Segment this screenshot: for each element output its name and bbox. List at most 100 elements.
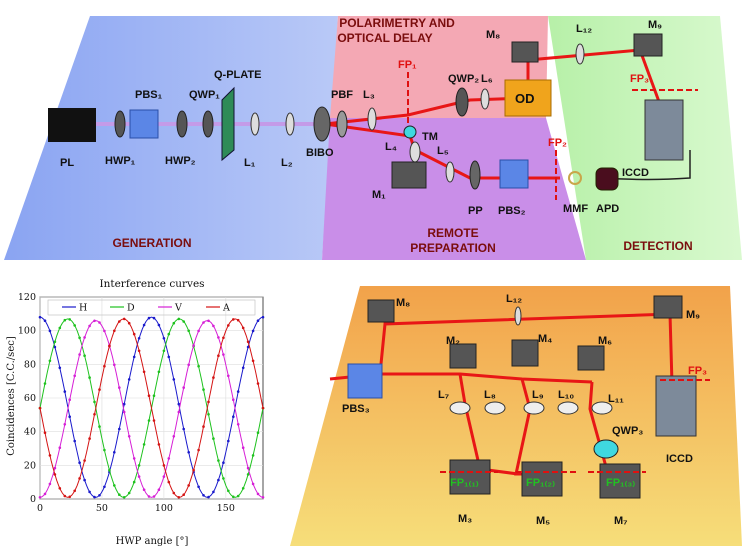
data-point-A bbox=[103, 364, 106, 368]
label-pbs1: PBS₁ bbox=[135, 89, 163, 101]
data-point-H bbox=[88, 490, 91, 494]
lens-l1 bbox=[250, 112, 260, 136]
label-m2: M₂ bbox=[446, 335, 460, 347]
data-point-A bbox=[172, 491, 176, 495]
mmf-coupler bbox=[568, 171, 582, 185]
qwp1-optic bbox=[202, 110, 214, 138]
data-point-A bbox=[187, 484, 190, 487]
legend-label-A: A bbox=[222, 303, 230, 314]
return-beam bbox=[378, 312, 674, 385]
data-point-H bbox=[152, 316, 156, 320]
label-pp: PP bbox=[468, 205, 483, 217]
data-point-A bbox=[88, 437, 91, 440]
legend-label-H: H bbox=[79, 303, 87, 314]
data-point-V bbox=[137, 475, 141, 478]
label-l10: L₁₀ bbox=[558, 389, 574, 401]
data-point-A bbox=[127, 321, 131, 325]
data-point-A bbox=[43, 431, 47, 434]
data-point-D bbox=[241, 487, 245, 490]
lens-l11 bbox=[591, 401, 613, 415]
data-point-V bbox=[53, 466, 57, 470]
label-qwp2: QWP₂ bbox=[448, 73, 479, 85]
section-generation: GENERATION bbox=[112, 236, 191, 250]
top-setup-diagram: GENERATION POLARIMETRY AND OPTICAL DELAY… bbox=[4, 16, 742, 260]
lens-l8 bbox=[484, 401, 506, 415]
data-point-H bbox=[98, 494, 101, 497]
data-point-V bbox=[246, 466, 250, 470]
data-point-A bbox=[122, 317, 126, 321]
legend-box bbox=[47, 299, 256, 316]
label-m9-b: M₉ bbox=[686, 309, 700, 321]
data-point-V bbox=[43, 492, 47, 496]
data-point-V bbox=[48, 482, 52, 486]
data-point-H bbox=[142, 323, 146, 327]
label-l4: L₄ bbox=[385, 141, 397, 153]
data-point-D bbox=[251, 454, 255, 457]
x-tick-label: 50 bbox=[96, 503, 108, 514]
label-m3: M₃ bbox=[458, 513, 472, 525]
data-point-A bbox=[197, 448, 200, 452]
label-qwp1: QWP₁ bbox=[189, 89, 220, 101]
data-point-H bbox=[182, 427, 185, 431]
data-point-V bbox=[118, 386, 121, 389]
label-pbs3: PBS₃ bbox=[342, 403, 370, 415]
data-point-V bbox=[122, 410, 126, 414]
data-point-D bbox=[73, 324, 76, 327]
data-point-H bbox=[256, 319, 260, 322]
y-tick-label: 0 bbox=[30, 494, 36, 505]
data-point-D bbox=[98, 425, 101, 428]
label-pbs2: PBS₂ bbox=[498, 205, 526, 217]
data-point-H bbox=[222, 461, 225, 464]
data-point-H bbox=[261, 315, 265, 319]
pbs3-cube bbox=[347, 363, 383, 399]
data-point-H bbox=[68, 415, 71, 418]
data-point-D bbox=[157, 370, 161, 374]
chart-ylabel: Coincidences [C.C./sec] bbox=[6, 336, 17, 456]
data-point-D bbox=[207, 413, 210, 416]
data-point-D bbox=[53, 340, 57, 344]
bibo-crystal bbox=[313, 106, 331, 142]
data-point-A bbox=[38, 406, 42, 410]
data-point-A bbox=[113, 329, 116, 333]
data-point-D bbox=[147, 419, 151, 422]
label-pbf: PBF bbox=[331, 89, 353, 101]
data-point-D bbox=[202, 388, 205, 391]
data-point-A bbox=[132, 332, 136, 336]
data-point-D bbox=[162, 349, 166, 353]
data-point-A bbox=[58, 487, 62, 490]
data-point-H bbox=[177, 402, 181, 406]
iccd-camera-b bbox=[655, 375, 697, 437]
mirror-m5 bbox=[521, 461, 563, 497]
data-point-A bbox=[83, 459, 86, 462]
data-point-V bbox=[73, 374, 76, 378]
signal-beam bbox=[324, 48, 641, 126]
data-point-D bbox=[118, 493, 121, 496]
data-point-V bbox=[182, 386, 185, 389]
data-point-D bbox=[152, 394, 156, 397]
data-point-V bbox=[187, 363, 190, 367]
section-remote-1: REMOTE bbox=[427, 226, 478, 240]
data-point-H bbox=[167, 355, 171, 359]
label-l8: L₈ bbox=[484, 389, 496, 401]
pbs1-cube bbox=[129, 109, 159, 139]
mirror-m9-b bbox=[653, 295, 683, 319]
data-point-V bbox=[127, 435, 131, 438]
label-m7: M₇ bbox=[614, 515, 628, 527]
data-point-D bbox=[78, 336, 81, 340]
section-polarimetry-1: POLARIMETRY AND bbox=[339, 16, 455, 30]
data-point-V bbox=[88, 324, 91, 328]
data-point-V bbox=[147, 495, 151, 498]
hwp2-optic bbox=[176, 110, 188, 138]
data-point-A bbox=[246, 340, 250, 344]
label-iccd-b: ICCD bbox=[666, 453, 693, 465]
data-point-A bbox=[68, 495, 71, 499]
lens-l7 bbox=[449, 401, 471, 415]
label-qwp3: QWP₃ bbox=[612, 425, 643, 437]
data-point-V bbox=[167, 457, 171, 460]
data-point-V bbox=[177, 410, 181, 414]
data-point-V bbox=[222, 353, 225, 356]
label-l11: L₁₁ bbox=[608, 393, 624, 405]
label-l12: L₁₂ bbox=[576, 23, 592, 35]
data-point-D bbox=[108, 468, 111, 472]
data-point-A bbox=[256, 382, 260, 385]
